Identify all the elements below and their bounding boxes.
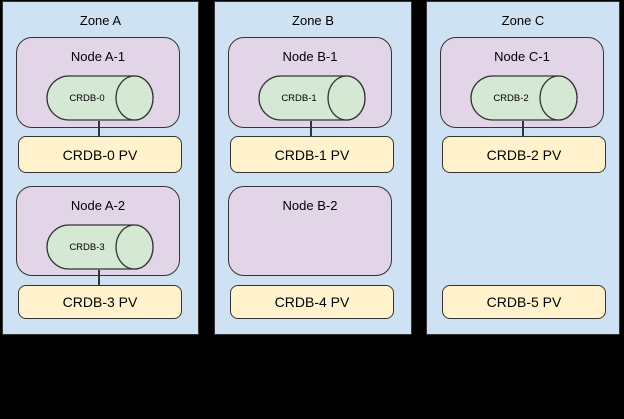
database-cylinder-icon [46,75,154,121]
crdb-1-label: CRDB-1 [281,92,317,104]
pv-crdb-2-label: CRDB-2 PV [486,146,562,163]
node-a-1-title: Node A-1 [70,49,126,64]
pv-crdb-3-label: CRDB-3 PV [62,294,138,310]
zone-a-title: Zone A [79,13,122,28]
node-a-2: Node A-2 CRDB-3 [16,186,180,276]
node-b-2-title: Node B-2 [282,198,338,213]
node-b-1: Node B-1 CRDB-1 [228,37,392,128]
crdb-0-label: CRDB-0 [69,92,105,104]
zone-b-title: Zone B [292,13,334,28]
pv-crdb-1-label: CRDB-1 PV [274,146,350,163]
zone-c: Zone C Node C-1 CRDB-2 CRDB-2 PV CRDB-5 … [426,1,620,335]
pv-crdb-0: CRDB-0 PV [18,136,182,173]
pv-crdb-5: CRDB-5 PV [442,285,606,319]
node-a-2-title: Node A-2 [70,198,126,213]
node-c-1: Node C-1 CRDB-2 [440,37,604,128]
connector-node-a2-to-pv [98,270,100,286]
crdb-0-pod: CRDB-0 [46,75,154,121]
crdb-2-label: CRDB-2 [493,92,529,104]
zone-c-title: Zone C [501,13,545,28]
crdb-2-pod: CRDB-2 [470,75,578,121]
zone-b: Zone B Node B-1 CRDB-1 CRDB-1 PV Node B-… [214,1,412,335]
database-cylinder-icon [258,75,366,121]
pv-crdb-3: CRDB-3 PV [18,285,182,319]
pv-crdb-0-label: CRDB-0 PV [62,146,138,163]
database-cylinder-icon [46,224,154,270]
database-cylinder-icon [470,75,578,121]
node-c-1-title: Node C-1 [494,49,550,64]
crdb-1-pod: CRDB-1 [258,75,366,121]
crdb-3-pod: CRDB-3 [46,224,154,270]
crdb-3-label: CRDB-3 [69,241,105,253]
pv-crdb-2: CRDB-2 PV [442,136,606,173]
node-a-1: Node A-1 CRDB-0 [16,37,180,128]
pv-crdb-4-label: CRDB-4 PV [274,294,350,310]
zone-a: Zone A Node A-1 CRDB-0 CRDB-0 PV Node A-… [2,1,199,335]
node-b-2: Node B-2 [228,186,392,276]
pv-crdb-4: CRDB-4 PV [230,285,394,319]
pv-crdb-5-label: CRDB-5 PV [486,294,562,310]
node-b-1-title: Node B-1 [282,49,338,64]
connector-node-c1-to-pv [522,121,524,137]
pv-crdb-1: CRDB-1 PV [230,136,394,173]
connector-node-a1-to-pv [98,121,100,137]
connector-node-b1-to-pv [310,121,312,137]
